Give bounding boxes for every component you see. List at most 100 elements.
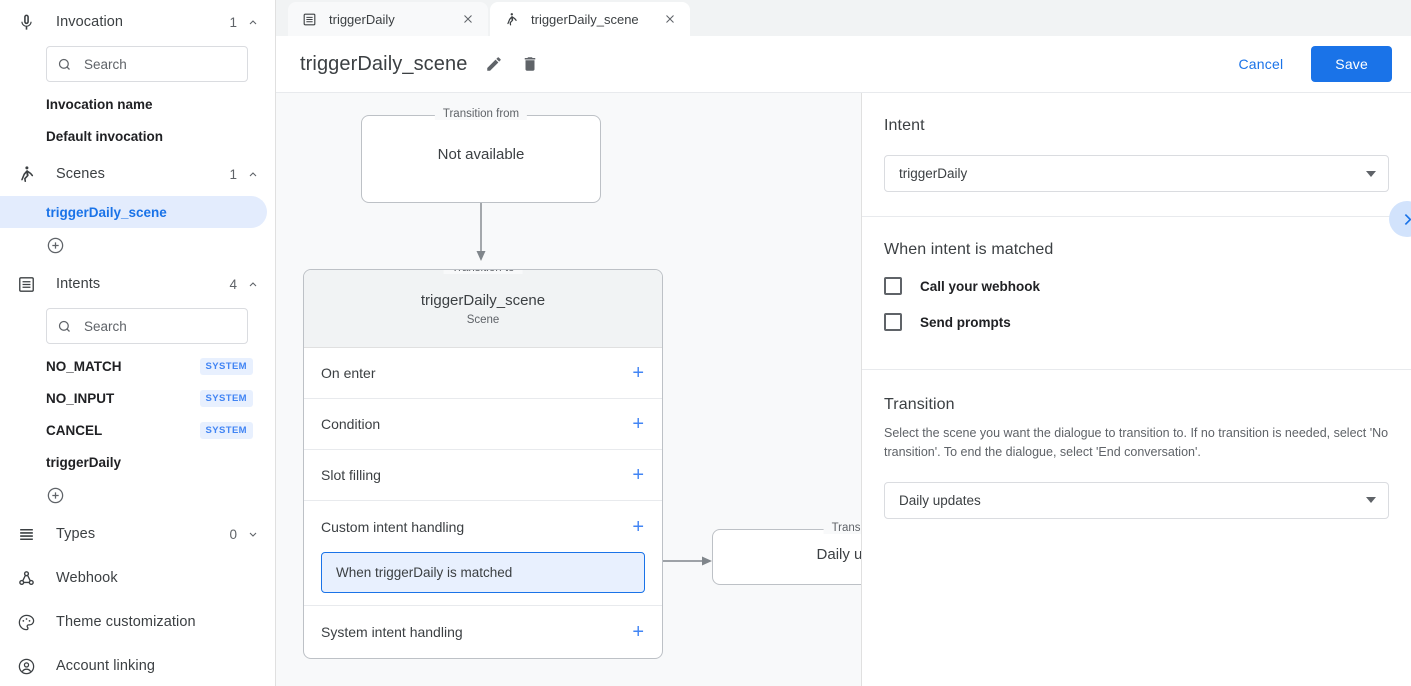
sidebar-group-scenes[interactable]: Scenes 1 <box>0 152 275 196</box>
add-icon[interactable]: + <box>632 362 644 384</box>
scene-icon <box>504 12 519 27</box>
tab-label: triggerDaily_scene <box>531 11 639 27</box>
scene-row-condition[interactable]: Condition + <box>304 399 662 450</box>
add-intent-row[interactable] <box>0 478 275 512</box>
chevron-up-icon[interactable] <box>247 16 259 28</box>
account-icon <box>14 654 38 678</box>
intents-icon <box>302 12 317 27</box>
transition-section: Transition Select the scene you want the… <box>862 370 1411 543</box>
scene-row-custom-intent-handling[interactable]: Custom intent handling + <box>304 501 662 552</box>
intent-handler-chip[interactable]: When triggerDaily is matched <box>321 552 645 593</box>
palette-icon <box>14 610 38 634</box>
sidebar-item-label: CANCEL <box>46 422 103 438</box>
transition-from-card[interactable]: Transition from Not available <box>361 108 601 203</box>
chevron-down-icon[interactable] <box>247 528 259 540</box>
scene-card-subtitle: Scene <box>466 313 500 326</box>
scene-row-label: Slot filling <box>321 467 381 483</box>
intent-handler-label: When triggerDaily is matched <box>336 565 513 580</box>
intents-icon <box>14 272 38 296</box>
scene-canvas[interactable]: Transition from Not available Transition… <box>276 93 862 686</box>
chevron-down-icon <box>1366 497 1376 503</box>
sidebar-item-theme-customization[interactable]: Theme customization <box>0 600 275 644</box>
chevron-right-icon[interactable] <box>1389 201 1411 237</box>
scene-block-custom-intent-handling: Custom intent handling + When triggerDai… <box>304 501 662 606</box>
chevron-up-icon[interactable] <box>247 278 259 290</box>
sidebar-item-no-input[interactable]: NO_INPUT SYSTEM <box>0 382 267 414</box>
add-circle-icon[interactable] <box>46 486 65 505</box>
intents-search-input[interactable] <box>84 318 224 334</box>
transition-to-legend: Transition to <box>443 270 523 274</box>
sidebar-group-label: Scenes <box>56 166 105 182</box>
sidebar-group-label: Intents <box>56 276 101 292</box>
scene-icon <box>14 162 38 186</box>
transition-select[interactable]: Daily updates <box>884 481 1389 519</box>
page-header: triggerDaily_scene Cancel Save <box>276 36 1411 93</box>
add-circle-icon[interactable] <box>46 236 65 255</box>
tab-bar: triggerDaily triggerDaily_scene <box>276 0 1411 36</box>
when-matched-title: When intent is matched <box>884 241 1054 258</box>
pencil-icon[interactable] <box>485 55 503 73</box>
add-icon[interactable]: + <box>632 413 644 435</box>
chevron-up-icon[interactable] <box>247 168 259 180</box>
scene-row-system-intent-handling[interactable]: System intent handling + <box>304 606 662 657</box>
add-icon[interactable]: + <box>632 464 644 486</box>
scene-card-header: triggerDaily_scene Scene <box>304 270 662 348</box>
sidebar-group-types[interactable]: Types 0 <box>0 512 275 556</box>
sidebar-item-default-invocation[interactable]: Default invocation <box>0 120 267 152</box>
sidebar-item-cancel[interactable]: CANCEL SYSTEM <box>0 414 267 446</box>
scene-row-label: On enter <box>321 365 376 381</box>
checkbox-box[interactable] <box>884 277 902 295</box>
scene-row-on-enter[interactable]: On enter + <box>304 348 662 399</box>
scene-card[interactable]: Transition to triggerDaily_scene Scene O… <box>303 269 663 659</box>
invocation-search[interactable] <box>46 46 248 82</box>
main-area: triggerDaily triggerDaily_scene triggerD… <box>276 0 1411 686</box>
close-icon[interactable] <box>660 9 680 29</box>
close-icon[interactable] <box>458 9 478 29</box>
tab-triggerdaily[interactable]: triggerDaily <box>288 2 488 36</box>
tab-triggerdaily-scene[interactable]: triggerDaily_scene <box>490 2 690 36</box>
transition-to-target-card[interactable]: Transition to Daily updates <box>712 522 861 585</box>
sidebar-group-count: 0 <box>229 526 237 542</box>
sidebar-group-invocation[interactable]: Invocation 1 <box>0 0 275 44</box>
transition-section-description: Select the scene you want the dialogue t… <box>884 426 1389 459</box>
transition-section-title: Transition <box>884 396 955 413</box>
sidebar-item-label: Invocation name <box>46 96 153 112</box>
intent-section: Intent triggerDaily <box>862 93 1411 217</box>
sidebar-item-label: triggerDaily_scene <box>46 204 167 220</box>
intents-search[interactable] <box>46 308 248 344</box>
sidebar-item-no-match[interactable]: NO_MATCH SYSTEM <box>0 350 267 382</box>
checkbox-send-prompts[interactable]: Send prompts <box>884 313 1389 331</box>
page-title: triggerDaily_scene <box>300 52 468 75</box>
transition-to-legend: Transition to <box>823 522 861 534</box>
sidebar-item-account-linking[interactable]: Account linking <box>0 644 275 686</box>
transition-from-legend: Transition from <box>434 108 528 120</box>
checkbox-box[interactable] <box>884 313 902 331</box>
invocation-search-input[interactable] <box>84 56 224 72</box>
add-icon[interactable]: + <box>632 515 644 538</box>
trash-icon[interactable] <box>521 55 539 73</box>
sidebar-group-intents[interactable]: Intents 4 <box>0 262 275 306</box>
add-scene-row[interactable] <box>0 228 275 262</box>
body-area: Transition from Not available Transition… <box>276 93 1411 686</box>
save-button[interactable]: Save <box>1311 46 1392 82</box>
scene-row-label: Condition <box>321 416 381 432</box>
tab-label: triggerDaily <box>329 11 395 27</box>
sidebar-item-triggerdaily[interactable]: triggerDaily <box>0 446 267 478</box>
cancel-button[interactable]: Cancel <box>1223 48 1300 80</box>
sidebar-group-count: 1 <box>229 166 237 182</box>
sidebar-item-invocation-name[interactable]: Invocation name <box>0 88 267 120</box>
intent-select[interactable]: triggerDaily <box>884 155 1389 192</box>
checkbox-label: Send prompts <box>920 314 1011 330</box>
sidebar-item-triggerdaily-scene[interactable]: triggerDaily_scene <box>0 196 267 228</box>
left-sidebar: Invocation 1 Invocation name Default inv… <box>0 0 276 686</box>
add-icon[interactable]: + <box>632 620 644 643</box>
scene-row-slot-filling[interactable]: Slot filling + <box>304 450 662 501</box>
sidebar-item-label: Account linking <box>56 658 156 674</box>
transition-from-text: Not available <box>437 146 525 163</box>
sidebar-item-label: NO_INPUT <box>46 390 115 406</box>
checkbox-call-your-webhook[interactable]: Call your webhook <box>884 277 1389 295</box>
chevron-down-icon <box>1366 170 1376 177</box>
sidebar-item-webhook[interactable]: Webhook <box>0 556 275 600</box>
sidebar-item-label: Webhook <box>56 570 118 586</box>
